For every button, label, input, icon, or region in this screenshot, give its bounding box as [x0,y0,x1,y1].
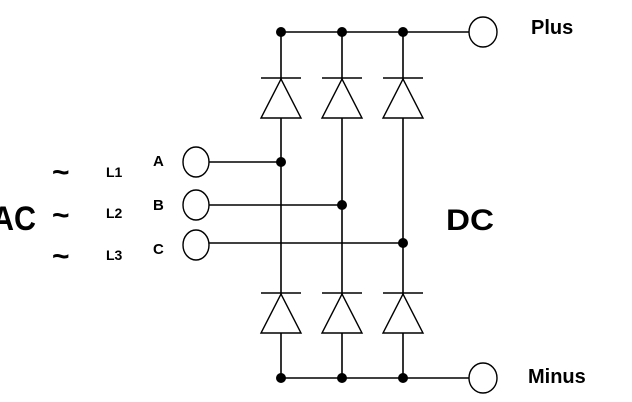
tilde-1: ~ [52,156,70,189]
minus-label: Minus [528,366,586,388]
tilde-2: ~ [52,199,70,232]
line-label-l1: L1 [106,164,123,180]
plus-label: Plus [531,17,573,39]
junction-dots [276,27,408,383]
terminal-a [182,146,210,178]
line-label-l3: L3 [106,247,123,263]
phase-label-b: B [153,197,164,214]
terminal-plus [468,16,498,48]
diode-bottom-1 [259,292,303,334]
tilde-3: ~ [52,240,70,273]
diodes [259,77,425,334]
terminal-c [182,229,210,261]
diode-top-1 [259,77,303,119]
terminal-minus [468,362,498,394]
line-label-l2: L2 [106,205,123,221]
phase-label-c: C [153,241,164,258]
diode-bottom-2 [320,292,364,334]
terminals [182,16,498,394]
ac-label: AC [0,200,36,238]
terminal-b [182,189,210,221]
diode-bottom-3 [381,292,425,334]
phase-label-a: A [153,153,164,170]
dc-label: DC [446,204,494,237]
diode-top-3 [381,77,425,119]
phase-wires [209,161,403,244]
diode-top-2 [320,77,364,119]
